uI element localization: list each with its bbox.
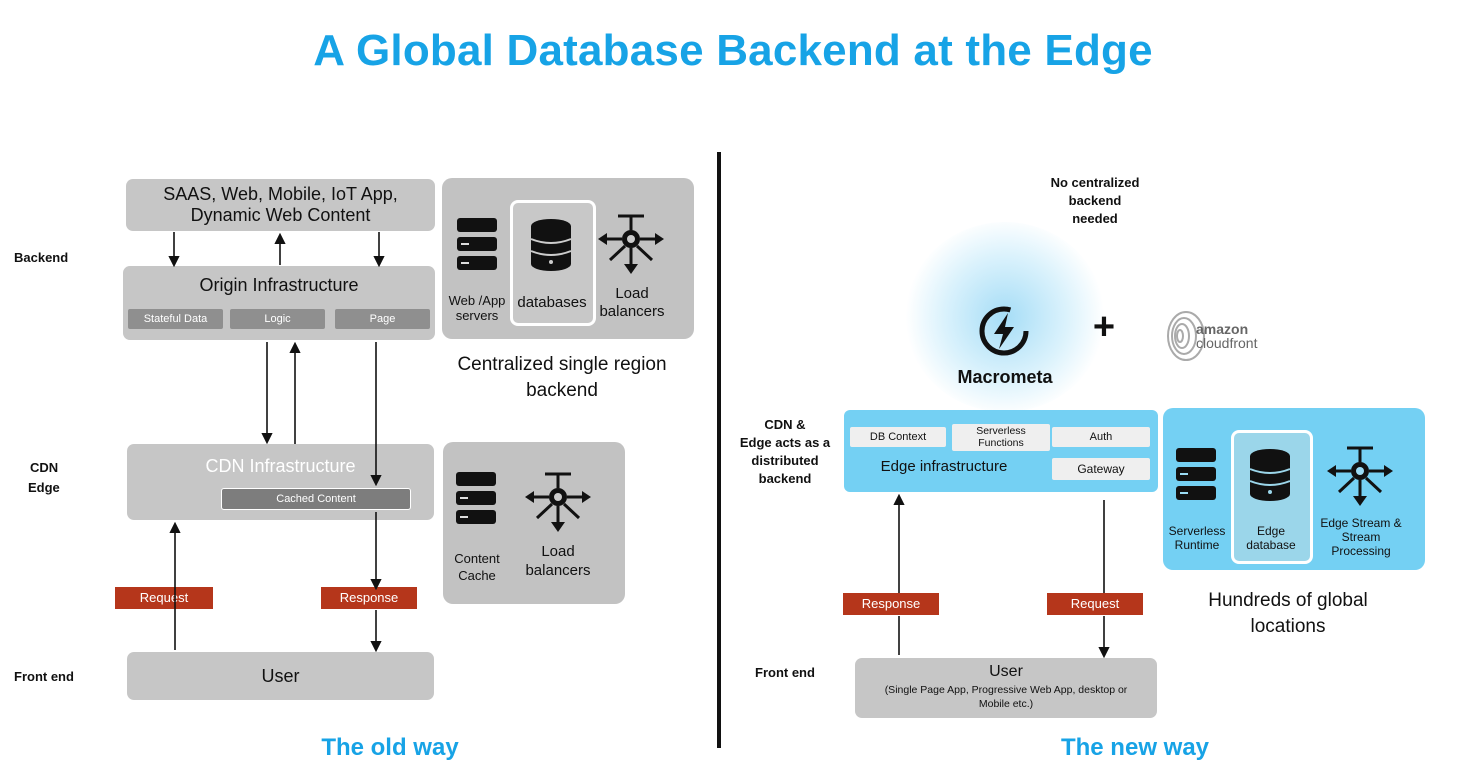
cloudfront-line1: amazon (1196, 321, 1249, 337)
chip-stateful-data: Stateful Data (128, 309, 223, 329)
chip-gateway: Gateway (1052, 458, 1150, 480)
serverless-runtime-icon (1176, 448, 1216, 500)
request-tag: Request (115, 587, 213, 609)
user-label: User (261, 666, 300, 686)
server-icon (457, 218, 497, 270)
edge-stream-icon (1327, 446, 1393, 506)
web-app-line1: Web /App (448, 293, 506, 308)
content-cache-icon (456, 472, 496, 524)
saas-line2: Dynamic Web Content (190, 205, 371, 225)
user-box: User (127, 652, 434, 700)
global-caption-line2: locations (1250, 616, 1326, 637)
lb-line1: Load (615, 285, 649, 302)
no-central-line1: No centralized (1050, 175, 1140, 190)
center-divider (717, 152, 721, 748)
origin-title: Origin Infrastructure (199, 275, 359, 295)
edge-db-line1: Edge (1256, 524, 1286, 538)
new-way-footer: The new way (1060, 734, 1210, 761)
edge-label-line2: Edge (28, 480, 60, 495)
saas-app-box: SAAS, Web, Mobile, IoT App, Dynamic Web … (126, 179, 435, 231)
chip-page: Page (335, 309, 430, 329)
stream-line3: Processing (1331, 544, 1391, 558)
cdn-infrastructure-box: CDN Infrastructure Cached Content (127, 444, 434, 520)
no-central-line2: backend (1068, 193, 1122, 208)
cdn-infra-title: CDN Infrastructure (205, 456, 356, 476)
new-user-box: User (Single Page App, Progressive Web A… (855, 658, 1157, 718)
chip-cached-content: Cached Content (221, 488, 411, 510)
frontend-label: Front end (14, 669, 74, 684)
cloudfront-line2: cloudfront (1196, 335, 1258, 351)
backend-panel: Web /App servers databases Load balancer… (442, 178, 694, 339)
backend-caption-line1: Centralized single region (457, 354, 667, 375)
edge-database-icon (1249, 449, 1291, 501)
new-frontend-label: Front end (755, 665, 815, 680)
edge-infrastructure-box: DB Context Serverless Functions Auth Edg… (844, 410, 1158, 492)
cdn-label-line1: CDN (30, 460, 59, 475)
chip-auth: Auth (1052, 427, 1150, 447)
response-tag: Response (321, 587, 417, 609)
backend-caption-line2: backend (526, 380, 598, 401)
edge-label-line2: Edge acts as a (739, 435, 831, 450)
chip-logic: Logic (230, 309, 325, 329)
cdn-lb-line1: Load (541, 543, 575, 560)
edge-label-line4: backend (758, 471, 812, 486)
old-way-footer: The old way (321, 734, 459, 761)
chip-db-context: DB Context (850, 427, 946, 447)
new-user-label: User (989, 663, 1023, 680)
cdn-lb-line2: balancers (525, 562, 591, 579)
edge-label-line3: distributed (751, 453, 819, 468)
cache-line2: Cache (458, 568, 496, 583)
chip-serverless-line1: Serverless (976, 425, 1026, 437)
edge-infra-title: Edge infrastructure (880, 458, 1008, 475)
cloudfront-logo-icon (1167, 311, 1205, 361)
edge-services-panel: Serverless Runtime Edge database Edge St… (1163, 408, 1425, 570)
web-app-line2: servers (455, 308, 499, 323)
macrometa-glow (905, 222, 1105, 412)
backend-label: Backend (14, 250, 69, 265)
edge-db-line2: database (1246, 538, 1296, 552)
plus-sign: + (1092, 306, 1116, 348)
chip-serverless-line2: Functions (978, 437, 1024, 449)
new-request-tag: Request (1047, 593, 1143, 615)
cdn-panel: Content Cache Load balancers (443, 442, 625, 604)
databases-label: databases (517, 294, 587, 311)
new-response-tag: Response (843, 593, 939, 615)
saas-line1: SAAS, Web, Mobile, IoT App, (163, 184, 398, 204)
macrometa-logo-icon (979, 306, 1029, 356)
edge-database-highlight (1231, 430, 1313, 564)
cache-line1: Content (454, 551, 500, 566)
serverless-runtime-line2: Runtime (1174, 538, 1220, 552)
database-icon (530, 219, 572, 271)
origin-infrastructure-box: Origin Infrastructure Stateful Data Logi… (123, 266, 435, 340)
page-title: A Global Database Backend at the Edge (313, 26, 1153, 75)
no-central-line3: needed (1072, 211, 1118, 226)
cdn-load-balancer-icon (525, 472, 591, 532)
macrometa-label: Macrometa (957, 367, 1053, 387)
lb-line2: balancers (599, 303, 665, 320)
global-caption-line1: Hundreds of global (1208, 590, 1368, 611)
load-balancer-icon (598, 214, 664, 274)
stream-line2: Stream (1341, 530, 1381, 544)
new-user-sub-line2: Mobile etc.) (978, 698, 1034, 710)
new-user-sub-line1: (Single Page App, Progressive Web App, d… (884, 684, 1128, 696)
edge-label-line1: CDN & (764, 417, 806, 432)
serverless-runtime-line1: Serverless (1168, 524, 1226, 538)
stream-line1: Edge Stream & (1320, 516, 1402, 530)
